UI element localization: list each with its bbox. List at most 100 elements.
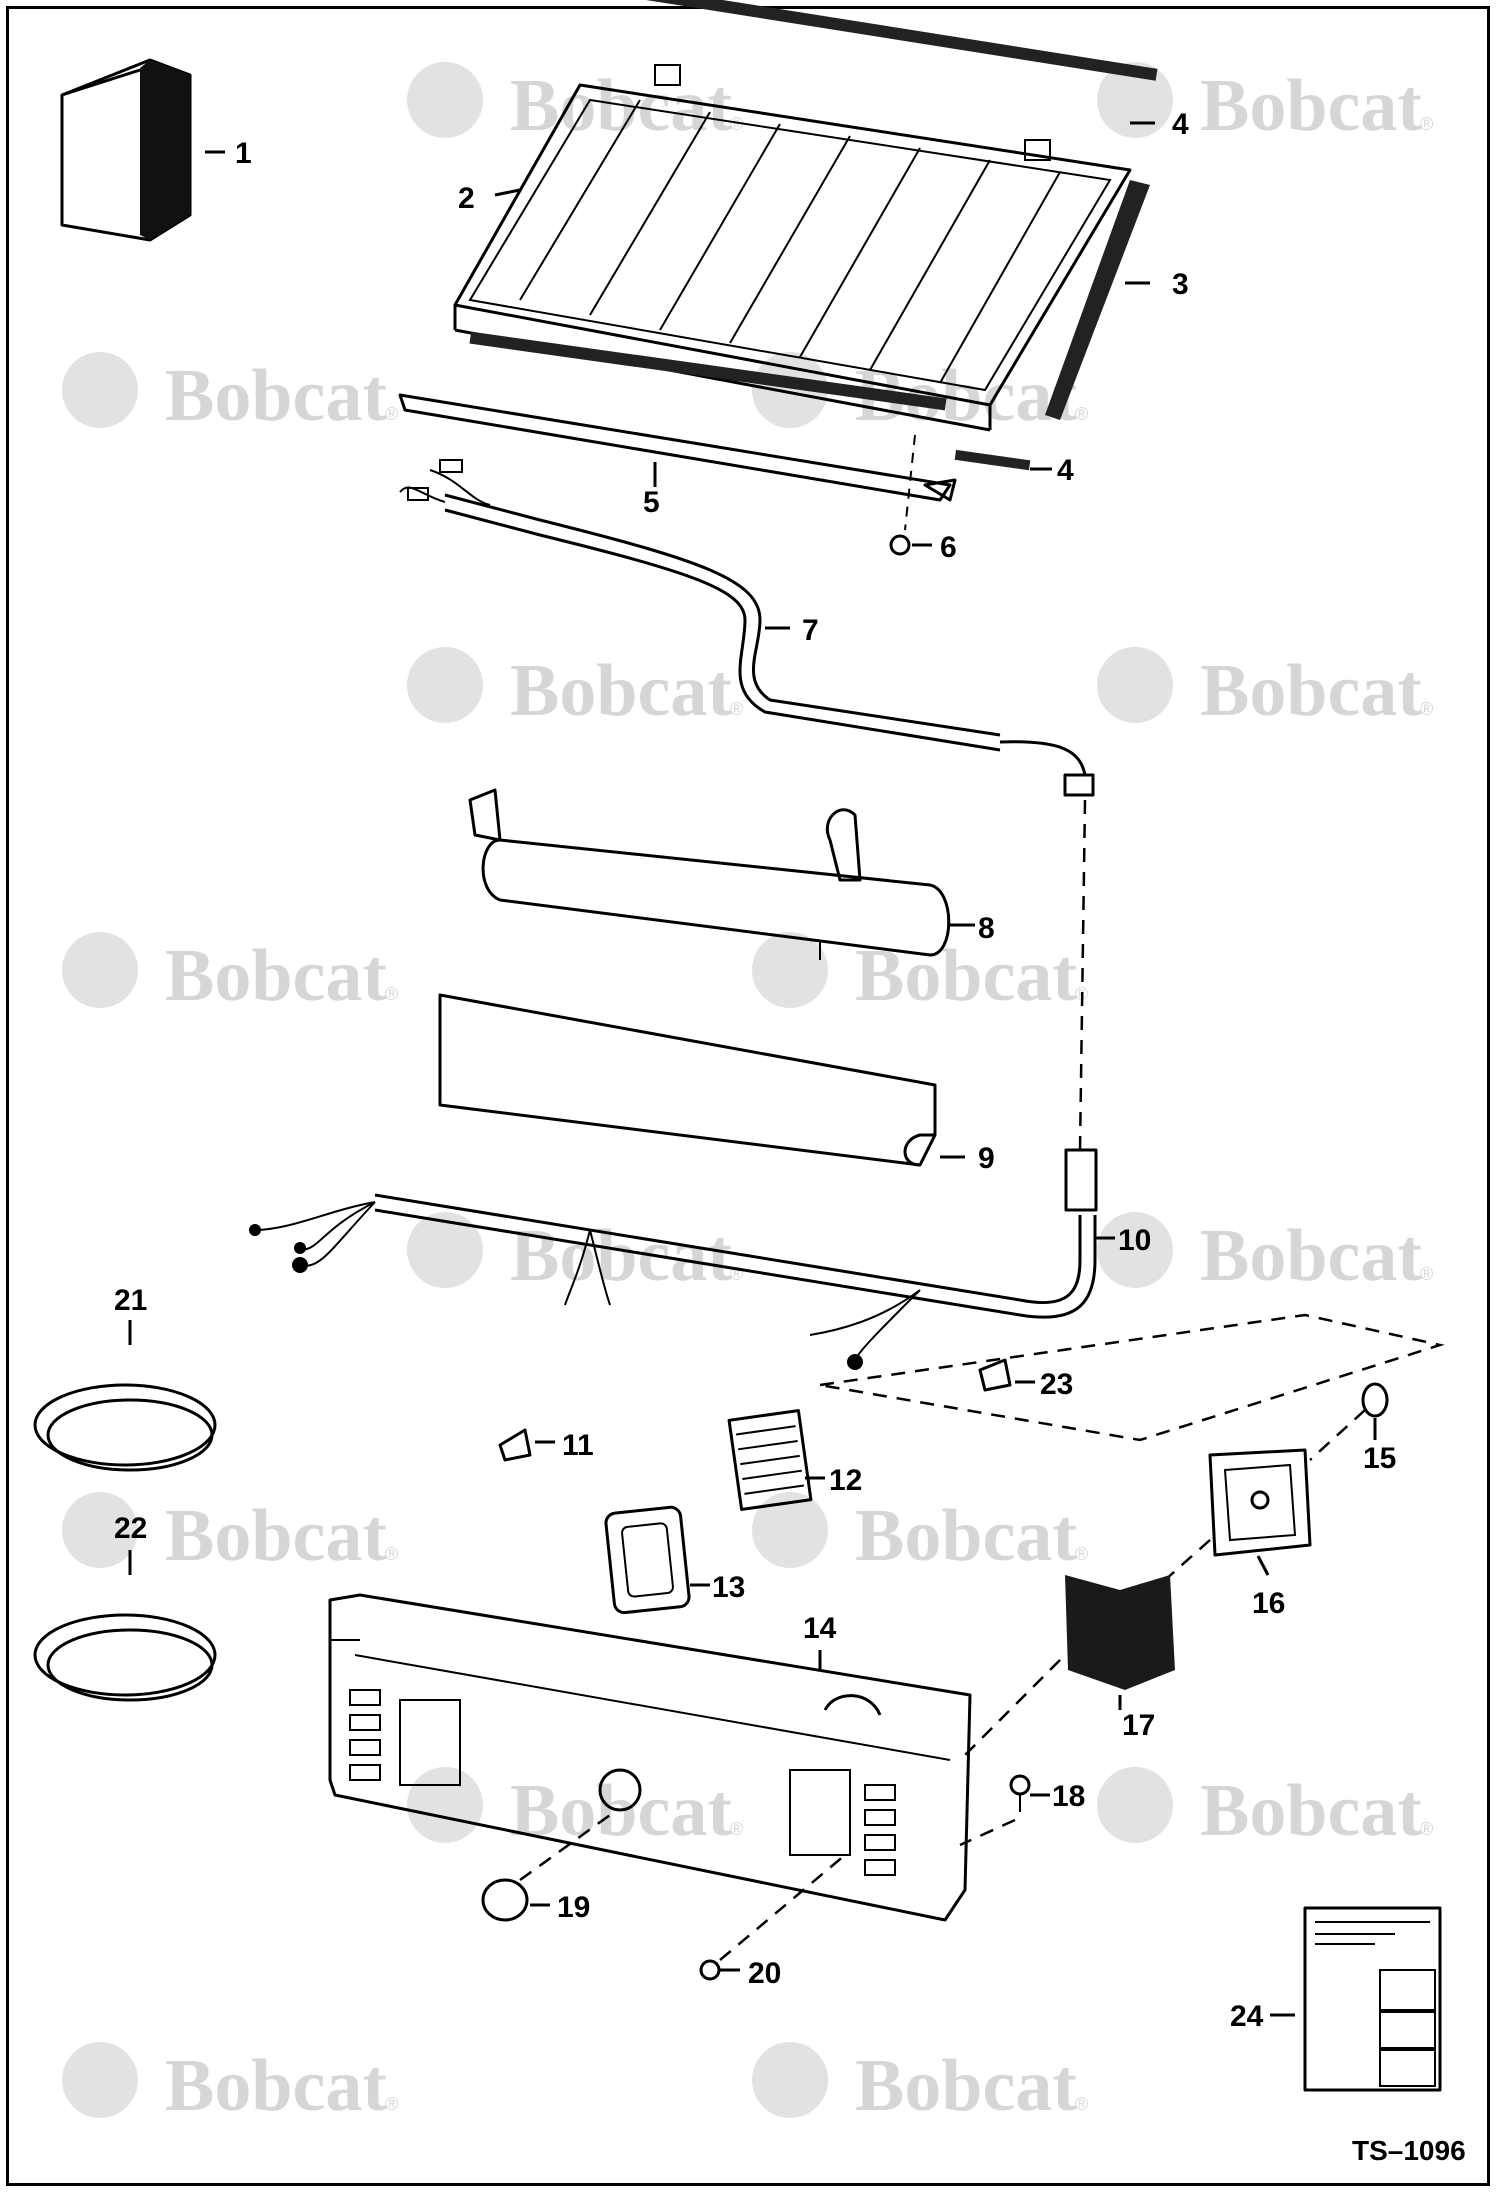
bobcat-logo-icon	[62, 2042, 138, 2118]
part-23-clip	[978, 1358, 1012, 1392]
part-15-cap	[1361, 1382, 1389, 1418]
bobcat-watermark: Bobcat®	[62, 932, 398, 1017]
callout-number: 4	[1172, 108, 1189, 141]
callout-number: 12	[829, 1464, 862, 1497]
bobcat-logo-icon	[407, 1767, 483, 1843]
bobcat-logo-icon	[407, 62, 483, 138]
bobcat-watermark: Bobcat®	[407, 647, 743, 732]
watermark-brand-text: Bobcat	[855, 1495, 1077, 1577]
bobcat-logo-icon	[62, 932, 138, 1008]
part-18-bolt	[1009, 1774, 1031, 1812]
dashed-group-outline	[819, 1313, 1445, 1442]
watermark-brand-text: Bobcat	[165, 1495, 387, 1577]
watermark-reg-mark: ®	[1420, 1264, 1433, 1284]
bobcat-watermark: Bobcat®	[62, 2042, 398, 2127]
bobcat-watermark: Bobcat®	[1097, 62, 1433, 147]
watermark-brand-text: Bobcat	[1200, 1770, 1422, 1852]
callout-leader	[1256, 1555, 1270, 1576]
callout-number: 21	[114, 1284, 147, 1317]
callout-number: 24	[1230, 2000, 1264, 2033]
watermark-brand-text: Bobcat	[165, 935, 387, 1017]
watermark-brand-text: Bobcat	[855, 935, 1077, 1017]
callout-number: 22	[114, 1512, 147, 1545]
callout-c4b: 4	[1030, 454, 1074, 487]
watermark-reg-mark: ®	[730, 114, 743, 134]
bobcat-logo-icon	[62, 1492, 138, 1568]
part-4-seal-bottom	[954, 449, 1031, 471]
watermark-reg-mark: ®	[1075, 1544, 1088, 1564]
callout-c22: 22	[114, 1512, 147, 1575]
watermark-brand-text: Bobcat	[510, 1215, 732, 1297]
callout-number: 9	[978, 1142, 995, 1175]
bobcat-watermark: Bobcat®	[752, 1492, 1088, 1577]
watermark-reg-mark: ®	[1420, 1819, 1433, 1839]
part-22-hose-coil	[33, 1613, 217, 1702]
part-16-housing	[1208, 1448, 1312, 1557]
callout-number: 3	[1172, 268, 1189, 301]
part-8-muffler	[468, 788, 951, 960]
part-17-filter-element	[1065, 1575, 1175, 1690]
watermark-brand-text: Bobcat	[1200, 65, 1422, 147]
callout-number: 11	[562, 1429, 594, 1462]
callout-c19: 19	[530, 1891, 590, 1924]
callout-number: 18	[1052, 1780, 1085, 1813]
bobcat-logo-icon	[1097, 647, 1173, 723]
callout-number: 20	[748, 1957, 781, 1990]
watermark-reg-mark: ®	[1075, 404, 1088, 424]
bobcat-logo-icon	[1097, 62, 1173, 138]
callout-c14: 14	[803, 1612, 837, 1670]
part-1-box	[60, 58, 192, 242]
bobcat-logo-icon	[752, 932, 828, 1008]
bobcat-logo-icon	[752, 1492, 828, 1568]
bobcat-watermark: Bobcat®	[1097, 647, 1433, 732]
bobcat-logo-icon	[1097, 1767, 1173, 1843]
callout-number: 4	[1057, 454, 1074, 487]
part-4-seal-top	[602, 0, 1158, 81]
callout-number: 16	[1252, 1587, 1285, 1620]
watermark-brand-text: Bobcat	[510, 650, 732, 732]
watermark-reg-mark: ®	[730, 1819, 743, 1839]
callout-number: 5	[643, 486, 660, 519]
bobcat-watermark: Bobcat®	[407, 1212, 743, 1297]
bobcat-logo-icon	[62, 352, 138, 428]
callout-c3: 3	[1125, 268, 1189, 301]
part-10-wiring-harness	[249, 799, 1098, 1370]
callout-number: 19	[557, 1891, 590, 1924]
watermark-reg-mark: ®	[385, 2094, 398, 2114]
callout-c8: 8	[950, 912, 995, 945]
part-12-filter	[727, 1409, 813, 1511]
callout-number: 13	[712, 1571, 745, 1604]
watermark-reg-mark: ®	[1420, 114, 1433, 134]
callout-c21: 21	[114, 1284, 147, 1345]
watermark-brand-text: Bobcat	[855, 2045, 1077, 2127]
part-2-cooler-frame	[453, 64, 1132, 432]
watermark-reg-mark: ®	[1075, 2094, 1088, 2114]
drawing-id: TS–1096	[1352, 2135, 1466, 2166]
watermark-reg-mark: ®	[1420, 699, 1433, 719]
watermark-reg-mark: ®	[385, 1544, 398, 1564]
callout-c10: 10	[1095, 1224, 1151, 1257]
watermark-brand-text: Bobcat	[1200, 650, 1422, 732]
callout-number: 6	[940, 531, 957, 564]
part-14-panel	[328, 1593, 972, 1922]
watermark-reg-mark: ®	[385, 984, 398, 1004]
callout-number: 8	[978, 912, 995, 945]
callout-c16: 16	[1252, 1555, 1285, 1620]
watermark-brand-text: Bobcat	[165, 2045, 387, 2127]
part-7-harness-hose	[399, 459, 1095, 797]
bobcat-watermark: Bobcat®	[752, 2042, 1088, 2127]
callout-number: 7	[802, 614, 819, 647]
callout-c23: 23	[1015, 1368, 1073, 1401]
callout-c12: 12	[805, 1464, 862, 1497]
bobcat-watermark: Bobcat®	[62, 352, 398, 437]
watermark-layer: Bobcat®Bobcat®Bobcat®Bobcat®Bobcat®Bobca…	[62, 62, 1433, 2127]
part-3-seal-strip	[1045, 180, 1150, 420]
watermark-brand-text: Bobcat	[165, 355, 387, 437]
callout-number: 15	[1363, 1442, 1396, 1475]
bobcat-logo-icon	[752, 2042, 828, 2118]
watermark-reg-mark: ®	[730, 699, 743, 719]
bobcat-watermark: Bobcat®	[752, 932, 1088, 1017]
part-24-decal-sheet	[1303, 1906, 1442, 2092]
callout-c17: 17	[1118, 1695, 1155, 1742]
watermark-brand-text: Bobcat	[1200, 1215, 1422, 1297]
